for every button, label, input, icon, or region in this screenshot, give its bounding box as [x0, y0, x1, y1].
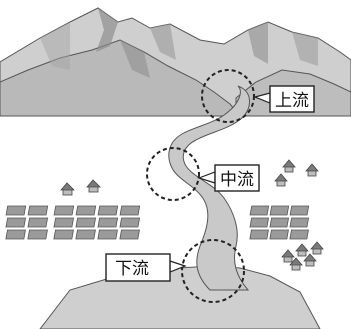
river-delta-ground — [39, 265, 321, 329]
field — [5, 205, 27, 216]
mountain-range — [0, 7, 351, 117]
ridge-shading-1 — [96, 8, 118, 52]
field — [289, 205, 310, 216]
house-icon — [310, 241, 324, 255]
house-icon — [281, 249, 295, 263]
river — [168, 85, 250, 291]
house-icon — [295, 243, 309, 257]
field — [289, 229, 309, 240]
upper-callout: 上流 — [253, 85, 315, 113]
field — [5, 217, 27, 228]
lower-stream-highlight — [181, 239, 245, 303]
field — [27, 217, 49, 228]
field — [289, 217, 310, 228]
lower-stream-label: 下流 — [115, 259, 149, 279]
ridge-shading-2 — [150, 24, 176, 60]
field — [269, 205, 290, 216]
rice-fields-left — [5, 205, 141, 240]
middle-stream-label: 中流 — [220, 170, 254, 190]
field — [249, 205, 270, 216]
field — [269, 229, 289, 240]
rice-fields-right — [249, 205, 310, 240]
field — [119, 217, 141, 228]
ridge-shading-5 — [292, 32, 318, 66]
middle-callout: 中流 — [197, 164, 260, 192]
house-icon — [303, 253, 317, 267]
callout-box — [214, 164, 260, 192]
field — [249, 217, 270, 228]
field — [97, 205, 119, 216]
field — [27, 229, 48, 240]
field — [75, 217, 97, 228]
field — [119, 229, 140, 240]
ridge-shading-3 — [248, 22, 268, 64]
field — [75, 229, 96, 240]
house-icon — [305, 163, 319, 177]
field — [53, 217, 75, 228]
field — [53, 229, 74, 240]
field — [97, 229, 118, 240]
field — [75, 205, 97, 216]
field — [119, 205, 141, 216]
field — [269, 217, 290, 228]
field — [249, 229, 269, 240]
house-icon — [86, 179, 101, 193]
upper-stream-label: 上流 — [275, 91, 309, 111]
house-icon — [282, 159, 296, 173]
house-icon — [274, 173, 288, 187]
ridge-shading-4 — [120, 40, 150, 78]
house-icon — [289, 257, 303, 271]
lower-callout: 下流 — [105, 253, 187, 282]
house-icon — [60, 182, 75, 196]
ridge-shading-6 — [40, 22, 70, 70]
houses — [60, 159, 324, 271]
middle-stream-highlight — [146, 147, 200, 201]
field — [27, 205, 49, 216]
field — [97, 217, 119, 228]
field — [53, 205, 75, 216]
callout-box — [269, 85, 315, 113]
field — [5, 229, 26, 240]
upper-stream-highlight — [201, 69, 255, 123]
callout-box — [105, 253, 171, 282]
